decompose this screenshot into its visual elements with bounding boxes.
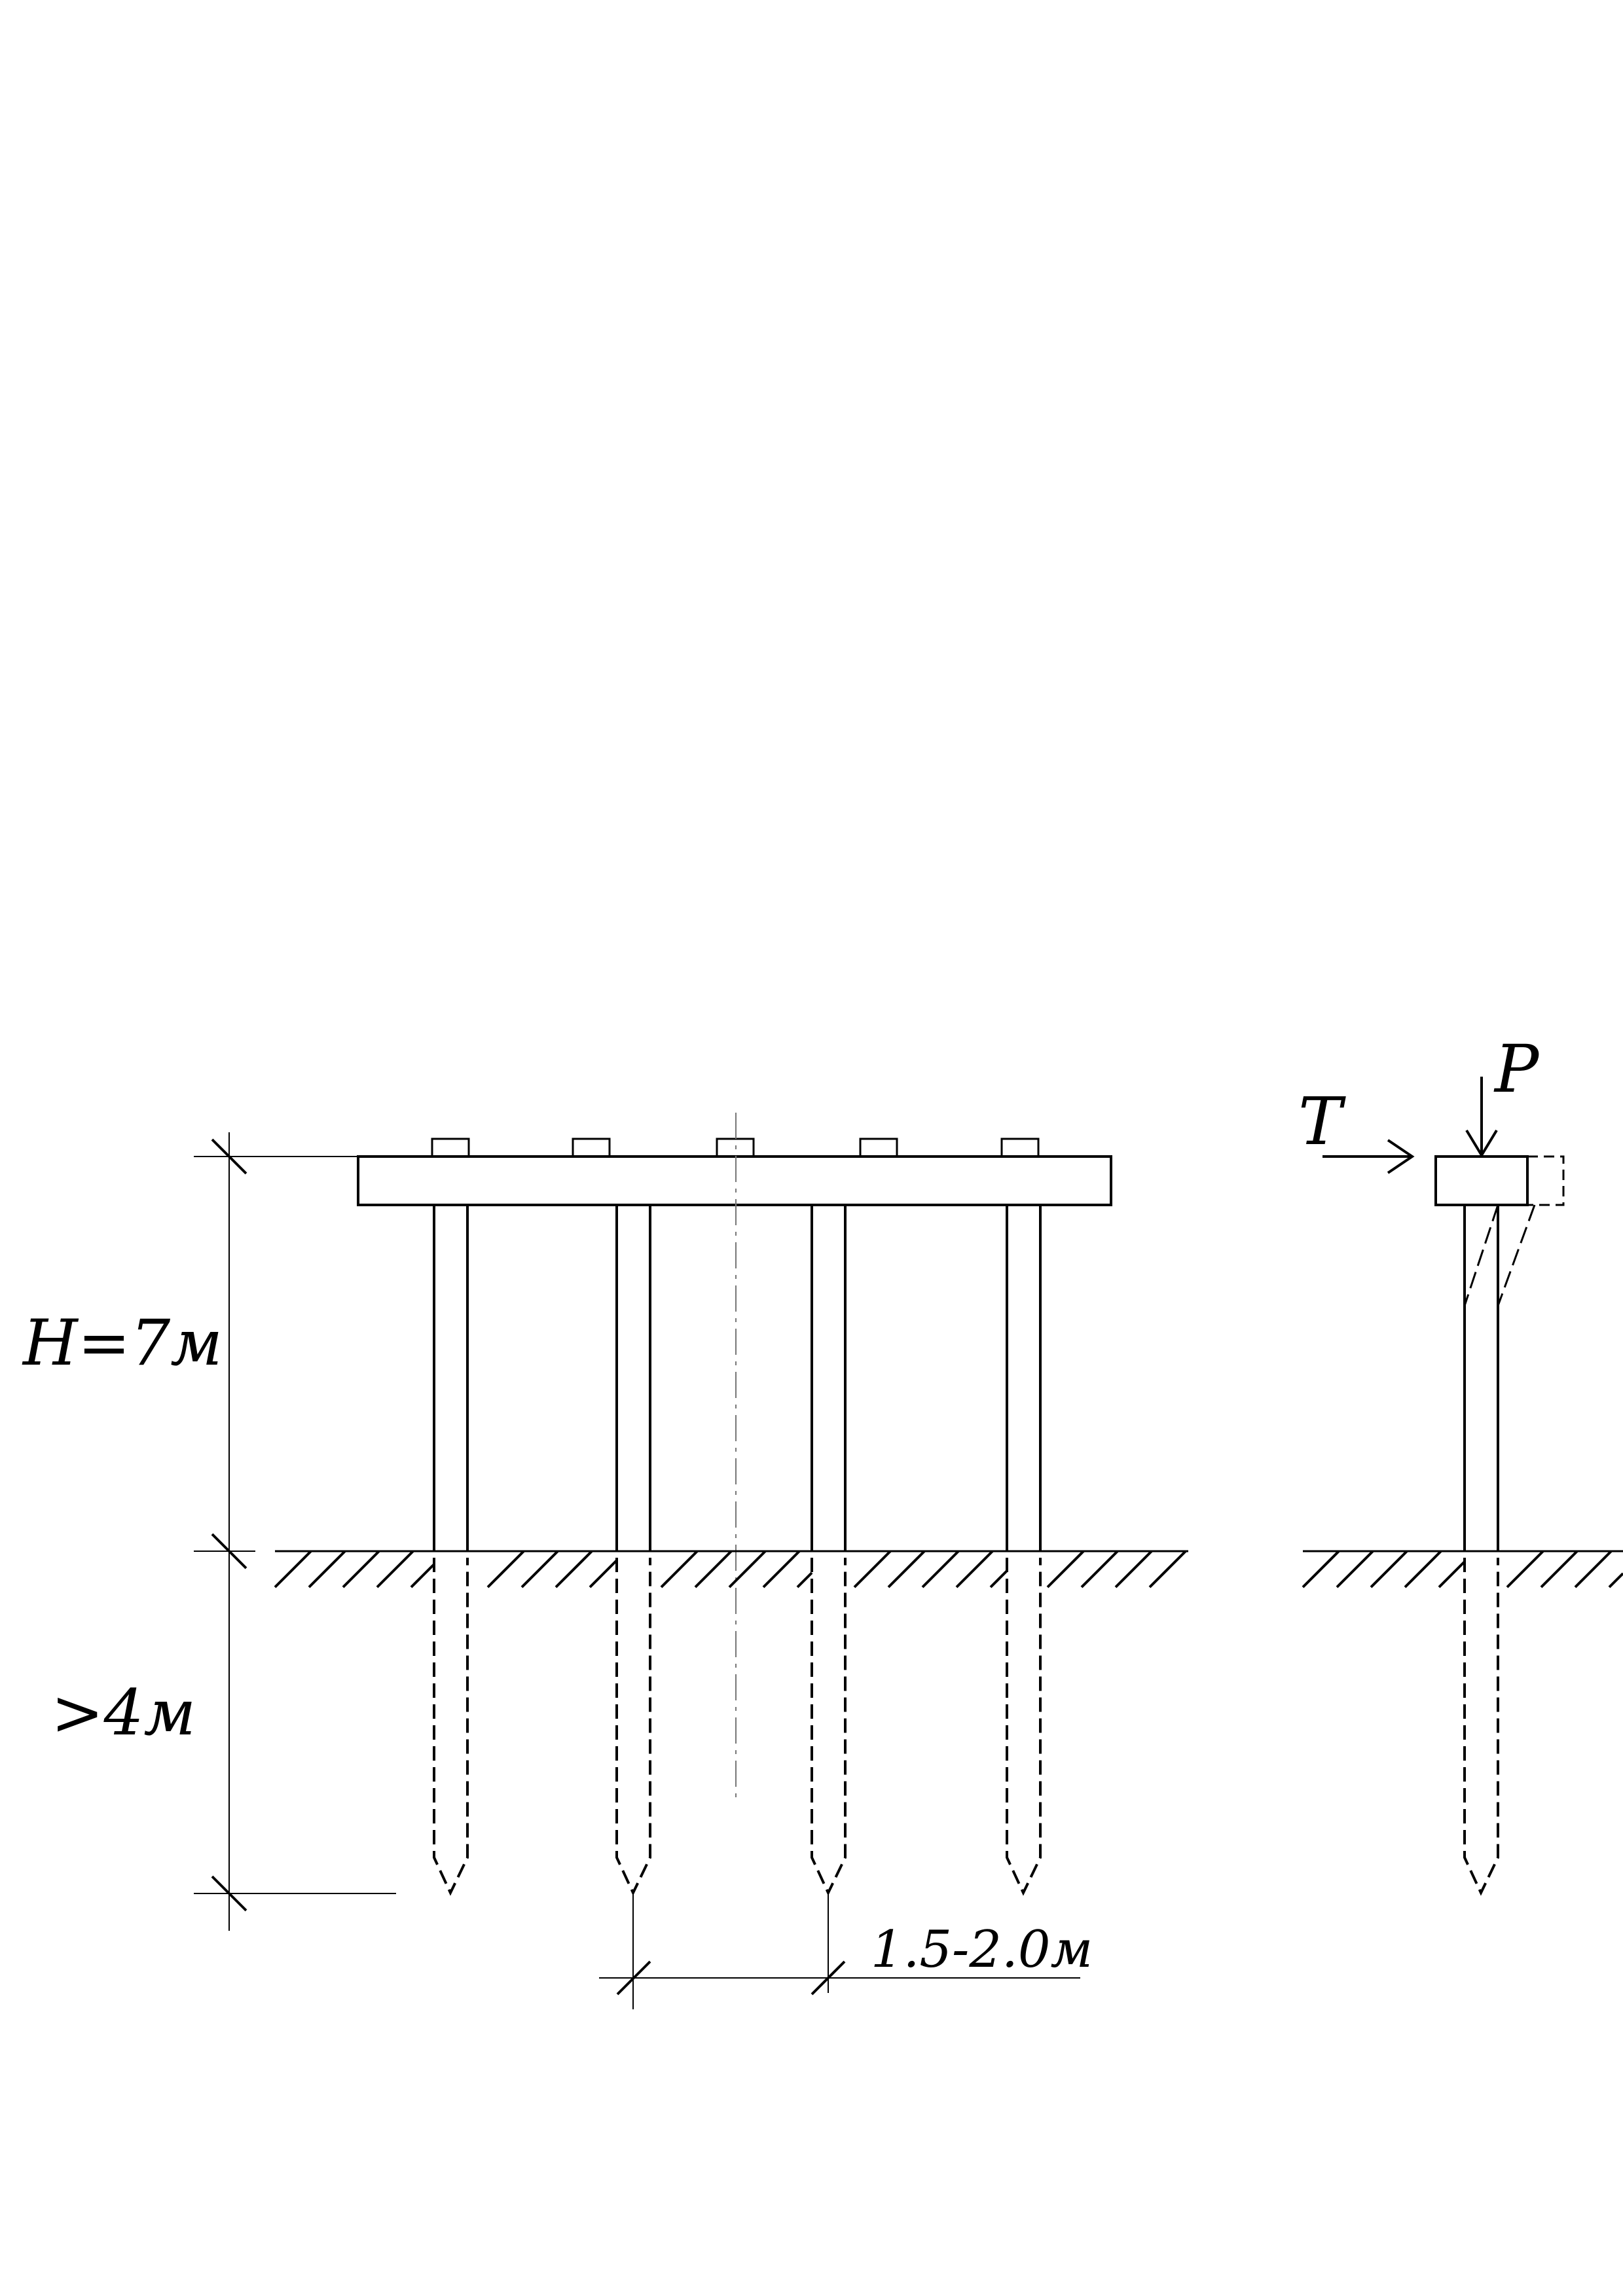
vertical-force-label: P: [1493, 1031, 1540, 1107]
side-pile-cap: [1434, 1155, 1529, 1206]
beam-pad: [572, 1138, 611, 1158]
side-ground-hatching: [1302, 1550, 1623, 1588]
height-label: H=7м: [22, 1306, 223, 1380]
beam-pads: [431, 1138, 1040, 1158]
displaced-cap-outline: [1527, 1155, 1565, 1206]
piles-above-ground: [433, 1205, 1042, 1551]
deflected-pile-outline: [1463, 1204, 1536, 1306]
beam-pad: [859, 1138, 898, 1158]
spacing-dimension: [599, 1893, 1080, 2009]
front-view: [194, 1113, 1188, 2009]
side-view: [1302, 1077, 1623, 1896]
pile-cap-beam: [357, 1155, 1112, 1206]
beam-pad: [431, 1138, 470, 1158]
spacing-label: 1.5-2.0м: [871, 1920, 1093, 1979]
horizontal-force-label: T: [1298, 1083, 1346, 1160]
side-pile-below-ground: [1463, 1558, 1499, 1896]
vertical-dimension: [194, 1132, 396, 1931]
beam-pad: [1000, 1138, 1040, 1158]
ground-hatching: [274, 1550, 1187, 1588]
depth-label: >4м: [51, 1676, 196, 1749]
piles-below-ground: [433, 1558, 1042, 1896]
vertical-force-arrow: [1465, 1077, 1498, 1158]
horizontal-force-arrow: [1322, 1139, 1415, 1174]
